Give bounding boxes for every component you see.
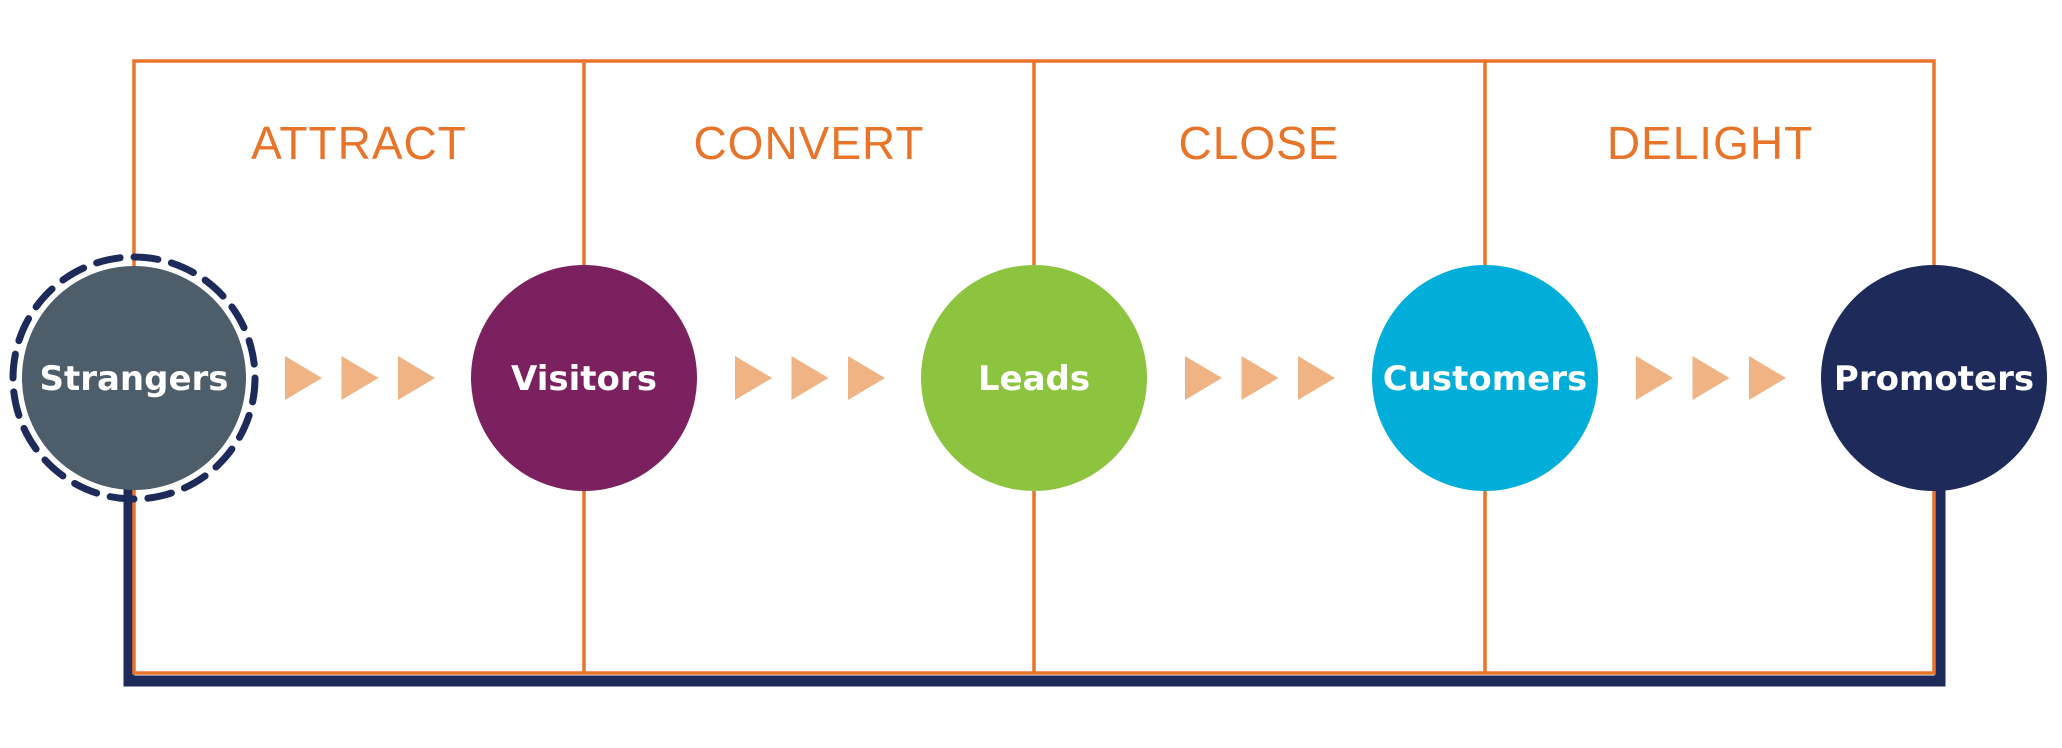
customers-circle [1372,265,1598,491]
node-visitors: Visitors [471,265,697,491]
arrow-right-icon [398,356,435,400]
customers-label: Customers [1383,359,1588,399]
node-leads: Leads [921,265,1147,491]
promoters-label: Promoters [1834,359,2034,399]
arrow-right-icon [1692,356,1730,400]
arrow-right-icon [735,356,772,400]
arrow-right-icon [285,356,322,400]
arrow-right-icon [848,356,885,400]
strangers-label: Strangers [39,359,228,399]
promoters-circle [1821,265,2047,491]
node-strangers: Strangers [9,253,259,503]
stage-label-delight: DELIGHT [1607,117,1813,169]
stage-label-close: CLOSE [1179,117,1340,169]
visitors-label: Visitors [511,359,657,399]
arrow-right-icon [1749,356,1786,400]
node-customers: Customers [1372,265,1598,491]
stage-label-attract: ATTRACT [251,117,467,169]
leads-label: Leads [978,359,1090,399]
arrow-right-icon [1636,356,1673,400]
arrow-right-icon [791,356,829,400]
feedback-loop-line [123,488,1946,687]
arrow-right-icon [1241,356,1279,400]
arrow-right-icon [341,356,379,400]
arrow-right-icon [1298,356,1335,400]
progression-arrows [285,356,1786,400]
dashed-ring-icon [9,253,259,503]
arrow-right-icon [1185,356,1222,400]
strangers-circle [22,266,246,490]
leads-circle [921,265,1147,491]
node-promoters: Promoters [1821,265,2047,491]
stage-label-convert: CONVERT [693,117,924,169]
visitors-circle [471,265,697,491]
